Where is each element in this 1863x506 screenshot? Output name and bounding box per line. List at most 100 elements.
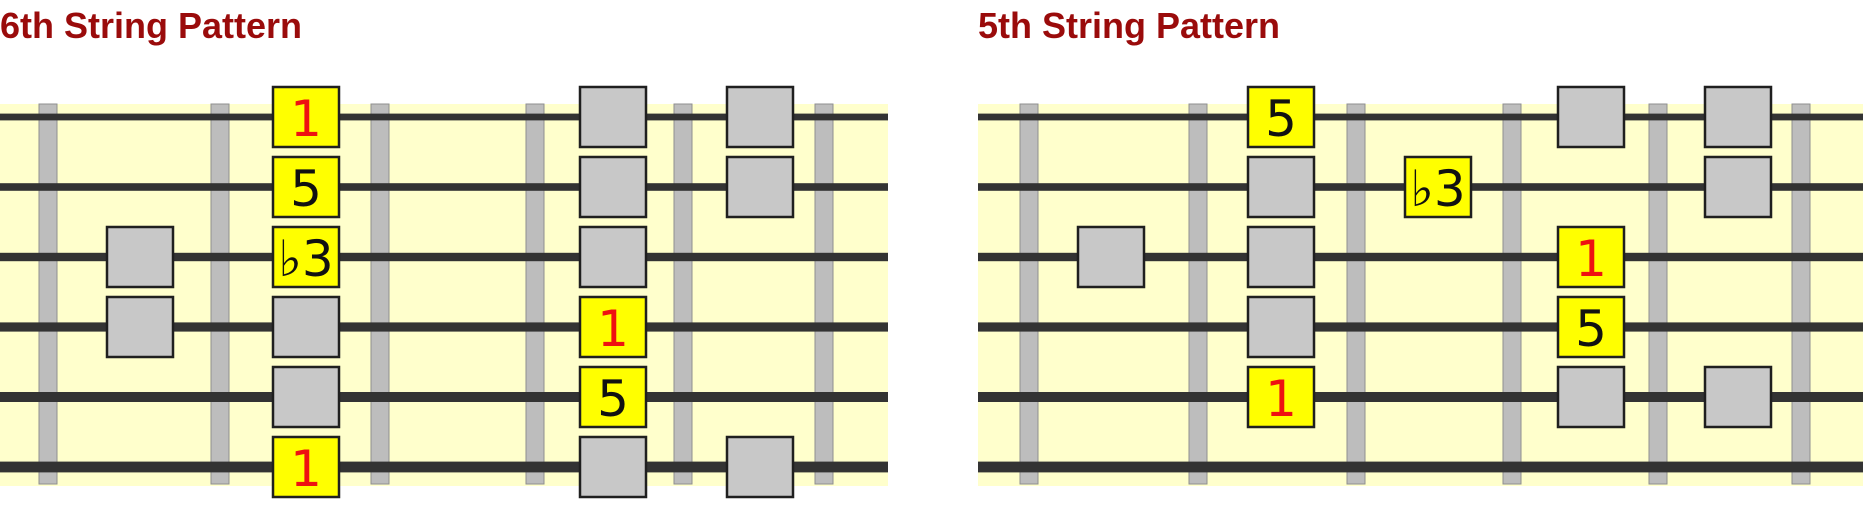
- string-6: [0, 461, 888, 473]
- note-label: ♭3: [278, 230, 333, 288]
- scale-note: [578, 225, 648, 289]
- note-box: [1246, 295, 1316, 359]
- fret-bar: [370, 103, 390, 485]
- note-box: [1403, 155, 1473, 219]
- string-2: [0, 183, 888, 191]
- string-5: [0, 392, 888, 402]
- diagram-title: 5th String Pattern: [978, 5, 1281, 46]
- note-box: [1556, 365, 1626, 429]
- scale-note: [1703, 85, 1773, 149]
- note-label: 5: [290, 160, 322, 218]
- fret-bar: [814, 103, 834, 485]
- fret-bar: [38, 103, 58, 485]
- scale-note: [1556, 365, 1626, 429]
- scale-note: [1246, 155, 1316, 219]
- string-5: [978, 392, 1863, 402]
- string-3: [0, 252, 888, 262]
- note-box: [105, 295, 175, 359]
- scale-degree-note: 5: [271, 155, 341, 219]
- note-box: [271, 85, 341, 149]
- fret-bar: [1648, 103, 1668, 485]
- scale-degree-note: 1: [271, 435, 341, 499]
- note-box: [1246, 155, 1316, 219]
- note-box: [578, 435, 648, 499]
- note-label: 5: [597, 370, 629, 428]
- scale-note: [725, 155, 795, 219]
- scale-note: [1246, 295, 1316, 359]
- note-box: [1556, 85, 1626, 149]
- note-label: ♭3: [1410, 160, 1465, 218]
- scale-degree-note: 5: [578, 365, 648, 429]
- note-box: [105, 225, 175, 289]
- note-box: [1246, 365, 1316, 429]
- fret-bar: [673, 103, 693, 485]
- scale-note: [725, 85, 795, 149]
- scale-note: [105, 225, 175, 289]
- note-box: [271, 435, 341, 499]
- note-label: 1: [290, 440, 322, 498]
- note-box: [578, 295, 648, 359]
- fretboard: 1 5 ♭3 1 1 5: [0, 85, 888, 499]
- note-box: [1246, 85, 1316, 149]
- scale-note: [578, 155, 648, 219]
- fret-bar: [1346, 103, 1366, 485]
- string-1: [0, 113, 888, 121]
- string-3: [978, 252, 1863, 262]
- note-label: 1: [290, 90, 322, 148]
- string-4: [978, 322, 1863, 332]
- note-label: 1: [597, 300, 629, 358]
- note-box: [725, 435, 795, 499]
- note-box: [1246, 225, 1316, 289]
- fret-bar: [1502, 103, 1522, 485]
- scale-note: [1556, 85, 1626, 149]
- note-box: [1076, 225, 1146, 289]
- note-box: [1556, 225, 1626, 289]
- string-4: [0, 322, 888, 332]
- note-box: [725, 85, 795, 149]
- fret-bar: [1019, 103, 1039, 485]
- note-box: [271, 225, 341, 289]
- note-label: 1: [1575, 230, 1607, 288]
- string-6: [978, 461, 1863, 473]
- note-box: [1703, 155, 1773, 219]
- diagram-6th-string: 6th String Pattern 1 5 ♭3 1 1 5: [0, 0, 890, 506]
- scale-degree-note: 5: [1556, 295, 1626, 359]
- scale-degree-note: 1: [1246, 365, 1316, 429]
- fret-bar: [525, 103, 545, 485]
- scale-note: [271, 365, 341, 429]
- fret-bar: [1791, 103, 1811, 485]
- note-box: [578, 85, 648, 149]
- scale-note: [271, 295, 341, 359]
- note-label: 5: [1265, 90, 1297, 148]
- note-box: [271, 365, 341, 429]
- scale-degree-note: 5: [1246, 85, 1316, 149]
- fret-bar: [1188, 103, 1208, 485]
- note-label: 1: [1265, 370, 1297, 428]
- scale-note: [105, 295, 175, 359]
- scale-degree-note: 1: [271, 85, 341, 149]
- note-box: [578, 225, 648, 289]
- diagram-title: 6th String Pattern: [0, 5, 303, 46]
- diagram-5th-string: 5th String Pattern 5 1 ♭3 1 5: [978, 0, 1863, 506]
- note-box: [1556, 295, 1626, 359]
- fret-bar: [210, 103, 230, 485]
- scale-degree-note: ♭3: [271, 225, 341, 289]
- note-box: [271, 295, 341, 359]
- note-box: [1703, 85, 1773, 149]
- note-box: [1703, 365, 1773, 429]
- scale-note: [1703, 155, 1773, 219]
- note-box: [578, 365, 648, 429]
- scale-note: [578, 435, 648, 499]
- scale-degree-note: 1: [1556, 225, 1626, 289]
- scale-degree-note: ♭3: [1403, 155, 1473, 219]
- note-box: [725, 155, 795, 219]
- string-1: [978, 113, 1863, 121]
- note-label: 5: [1575, 300, 1607, 358]
- scale-note: [1703, 365, 1773, 429]
- note-box: [578, 155, 648, 219]
- fretboard: 5 1 ♭3 1 5: [978, 85, 1863, 486]
- note-box: [271, 155, 341, 219]
- scale-note: [725, 435, 795, 499]
- scale-degree-note: 1: [578, 295, 648, 359]
- scale-note: [1076, 225, 1146, 289]
